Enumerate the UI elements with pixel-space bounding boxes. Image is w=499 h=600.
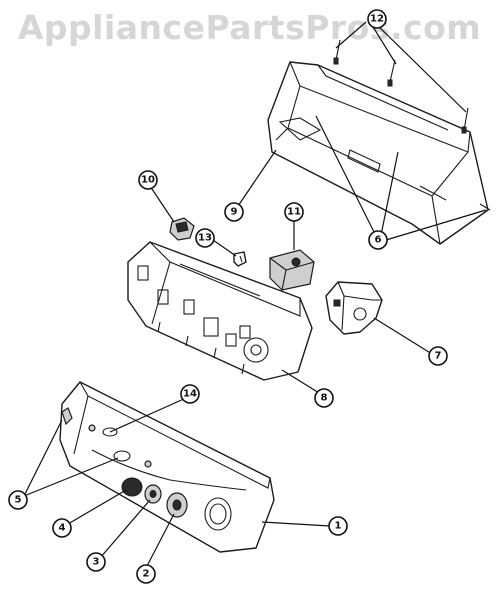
svg-text:6: 6 — [375, 235, 382, 246]
switch-part — [169, 217, 195, 241]
console-housing — [267, 39, 491, 245]
watermark-text: AppliancePartsPros.com — [17, 8, 482, 47]
svg-text:2: 2 — [143, 569, 150, 580]
svg-text:14: 14 — [183, 389, 197, 400]
svg-text:11: 11 — [287, 207, 301, 218]
callout-1: 1 — [328, 516, 348, 536]
callout-10: 10 — [138, 170, 158, 190]
callout-5: 5 — [8, 490, 28, 510]
svg-text:3: 3 — [93, 557, 100, 568]
svg-text:1: 1 — [335, 521, 342, 532]
callout-8: 8 — [314, 388, 334, 408]
callout-6: 6 — [368, 230, 388, 250]
svg-text:4: 4 — [59, 523, 66, 534]
svg-text:5: 5 — [15, 495, 22, 506]
svg-text:10: 10 — [141, 175, 155, 186]
control-board-panel-part — [127, 241, 313, 381]
svg-text:13: 13 — [198, 233, 212, 244]
callout-11: 11 — [284, 202, 304, 222]
svg-text:9: 9 — [231, 207, 238, 218]
timer-bracket-part — [325, 281, 383, 335]
svg-text:8: 8 — [321, 393, 328, 404]
svg-text:12: 12 — [370, 14, 384, 25]
small-clip-part — [233, 251, 247, 267]
callout-9: 9 — [224, 202, 244, 222]
front-console-panel-part — [59, 381, 275, 553]
callout-13: 13 — [195, 228, 215, 248]
leader-lines — [23, 21, 487, 569]
callout-3: 3 — [86, 552, 106, 572]
callout-12: 12 — [367, 9, 387, 29]
callout-4: 4 — [52, 518, 72, 538]
callout-7: 7 — [428, 346, 448, 366]
callout-14: 14 — [180, 384, 200, 404]
callout-2: 2 — [136, 564, 156, 584]
svg-text:7: 7 — [435, 351, 442, 362]
timer-block-part — [269, 249, 315, 291]
